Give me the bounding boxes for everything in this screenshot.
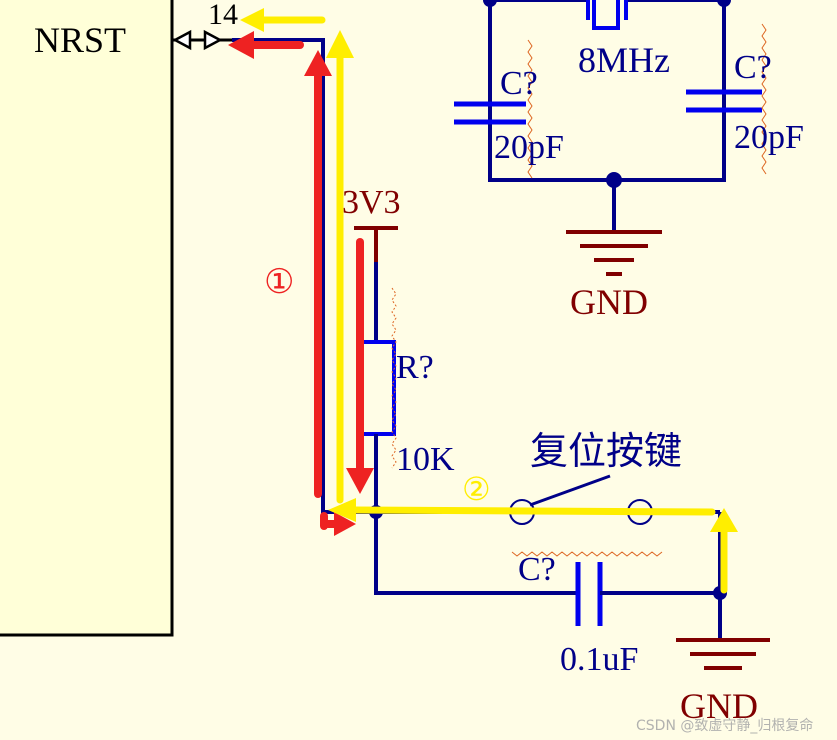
crystal-node-right: [717, 0, 731, 7]
power-3v3-label: 3V3: [342, 184, 401, 221]
mcu-chip-body: [0, 0, 174, 637]
ground-symbol-top: [566, 230, 662, 276]
nrst-wires: [232, 38, 722, 640]
crystal-cap-right-value: 20pF: [734, 119, 804, 156]
pullup-resistor: [360, 262, 397, 512]
pin-number-label: 14: [208, 0, 238, 31]
crystal-cap-left-value: 20pF: [494, 129, 564, 166]
path-1-arrows: [228, 31, 374, 536]
crystal-node-left: [483, 0, 497, 7]
power-3v3-symbol: [354, 226, 398, 262]
nrst-pin-connector: [172, 29, 232, 51]
crystal-symbol: [586, 0, 628, 30]
path-2-number: ②: [462, 471, 491, 507]
ground-symbol-bottom: [676, 600, 770, 670]
ground-label-top: GND: [570, 282, 648, 322]
resistor-value: 10K: [396, 441, 455, 478]
crystal-circuit-wires: [488, 0, 726, 230]
crystal-frequency: 8MHz: [578, 40, 670, 80]
reset-capacitor-value: 0.1uF: [560, 641, 638, 678]
reset-capacitor-designator: C?: [518, 551, 556, 588]
crystal-node-bottom: [606, 172, 622, 188]
ground-label-bottom: GND: [680, 686, 758, 726]
crystal-capacitor-right: [686, 23, 767, 175]
reset-capacitor: [511, 551, 663, 626]
nrst-pin-label: NRST: [34, 20, 126, 60]
reset-button-label: 复位按键: [530, 429, 682, 473]
csdn-watermark: CSDN @致虚守静_归根复命: [636, 717, 813, 734]
crystal-capacitor-left: [454, 39, 533, 179]
path-2-arrows: [240, 8, 738, 594]
crystal-cap-right-designator: C?: [734, 49, 772, 86]
path-1-number: ①: [264, 264, 294, 301]
crystal-cap-left-designator: C?: [500, 65, 538, 102]
reset-button-symbol: [509, 474, 653, 525]
resistor-designator: R?: [396, 349, 434, 386]
